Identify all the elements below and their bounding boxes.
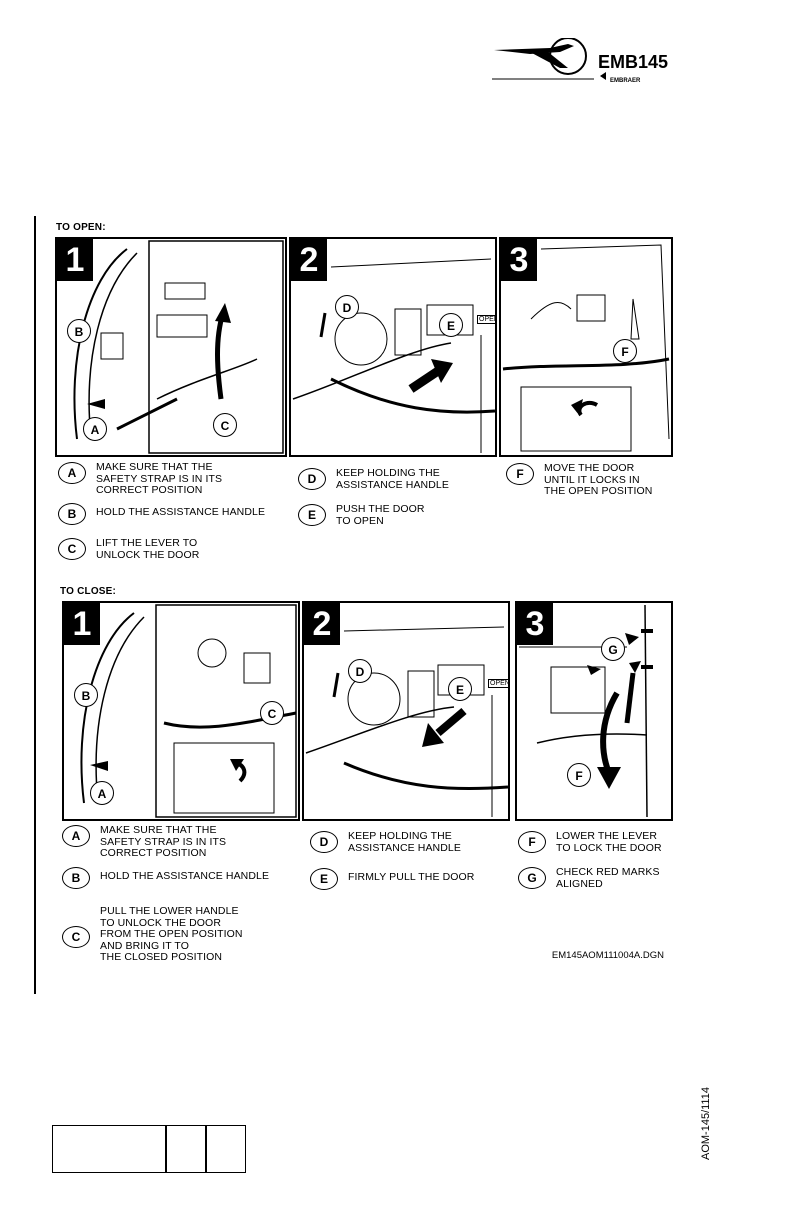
close-legend-item: B HOLD THE ASSISTANCE HANDLE [62, 867, 269, 889]
open-legend-item: A MAKE SURE THAT THE SAFETY STRAP IS IN … [58, 462, 222, 497]
open-legend-item: B HOLD THE ASSISTANCE HANDLE [58, 503, 265, 525]
step-number: 2 [291, 239, 327, 281]
callout-e: E [448, 677, 472, 701]
close-legend-item: E FIRMLY PULL THE DOOR [310, 868, 474, 890]
document-id: AOM-145/1114 [700, 1087, 712, 1160]
callout-b: B [67, 319, 91, 343]
aircraft-icon [494, 38, 586, 74]
svg-text:EMBRAER: EMBRAER [610, 78, 641, 84]
drawing-file-reference: EM145AOM111004A.DGN [552, 950, 664, 961]
close-legend-item: G CHECK RED MARKS ALIGNED [518, 867, 660, 890]
close-section-title: TO CLOSE: [60, 586, 116, 597]
close-legend-item: A MAKE SURE THAT THE SAFETY STRAP IS IN … [62, 825, 226, 860]
close-legend-item: F LOWER THE LEVER TO LOCK THE DOOR [518, 831, 662, 854]
open-step-2-figure: 2 D E OPEN [289, 237, 497, 457]
close-step-3-figure: 3 G F [515, 601, 673, 821]
revision-margin-bar [34, 216, 36, 994]
callout-b: B [74, 683, 98, 707]
door-open-label: OPEN [477, 315, 497, 324]
close-legend-item: C PULL THE LOWER HANDLE TO UNLOCK THE DO… [62, 906, 243, 964]
step-number: 3 [501, 239, 537, 281]
step-number: 1 [57, 239, 93, 281]
close-step-1-figure: 1 B A C [62, 601, 300, 821]
callout-a: A [83, 417, 107, 441]
table-divider [165, 1126, 167, 1172]
close-step-2-figure: 2 D E OPEN [302, 601, 510, 821]
step-number: 3 [517, 603, 553, 645]
open-section-title: TO OPEN: [56, 222, 106, 233]
step-number: 2 [304, 603, 340, 645]
callout-e: E [439, 313, 463, 337]
callout-c: C [260, 701, 284, 725]
callout-g: G [601, 637, 625, 661]
close-legend-item: D KEEP HOLDING THE ASSISTANCE HANDLE [310, 831, 461, 854]
step-number: 1 [64, 603, 100, 645]
open-legend-item: C LIFT THE LEVER TO UNLOCK THE DOOR [58, 538, 199, 561]
open-legend-item: E PUSH THE DOOR TO OPEN [298, 504, 425, 527]
callout-f: F [613, 339, 637, 363]
open-step-3-figure: 3 F [499, 237, 673, 457]
callout-d: D [335, 295, 359, 319]
callout-f: F [567, 763, 591, 787]
footer-table [52, 1125, 246, 1173]
callout-d: D [348, 659, 372, 683]
open-legend-item: F MOVE THE DOOR UNTIL IT LOCKS IN THE OP… [506, 463, 652, 498]
callout-a: A [90, 781, 114, 805]
table-divider [205, 1126, 207, 1172]
embraer-emb145-logo: EMB145 EMBRAER [490, 38, 670, 88]
open-step-1-figure: 1 B A C [55, 237, 287, 457]
door-open-label: OPEN [488, 679, 510, 688]
callout-c: C [213, 413, 237, 437]
open-legend-item: D KEEP HOLDING THE ASSISTANCE HANDLE [298, 468, 449, 491]
svg-text:EMB145: EMB145 [598, 52, 668, 72]
